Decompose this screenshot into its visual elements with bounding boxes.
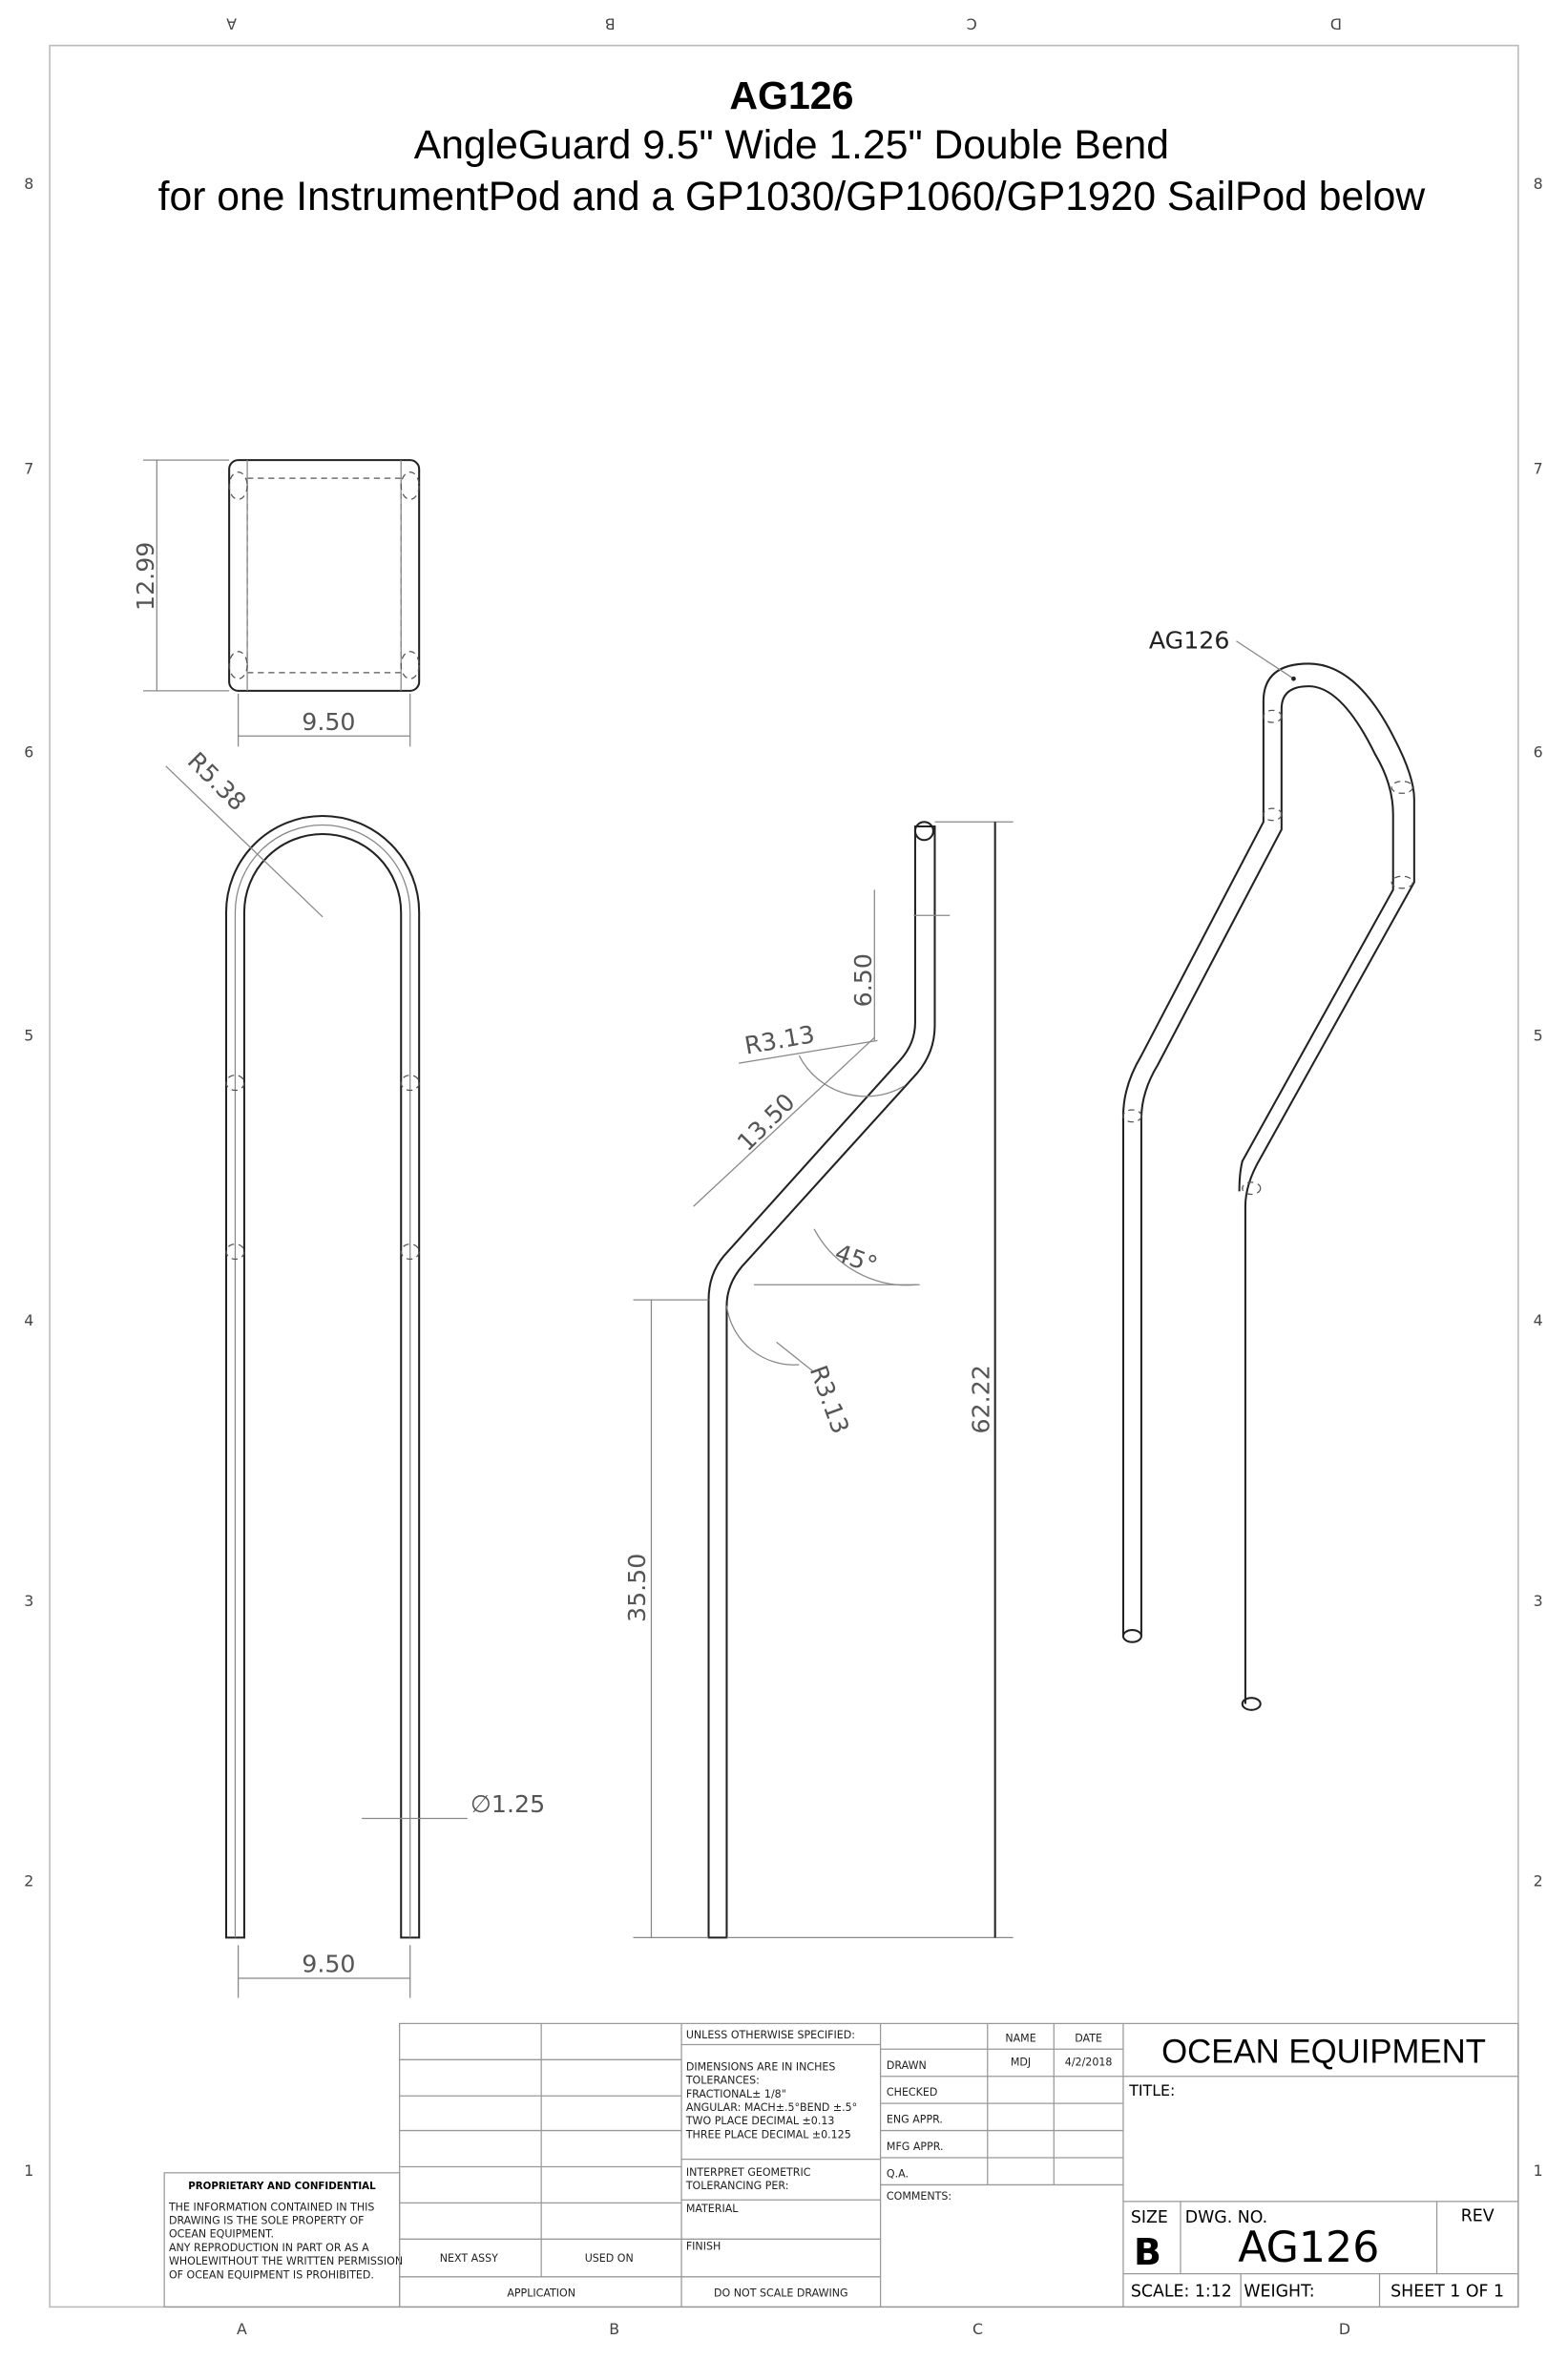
zone-row-2: 2	[24, 1872, 33, 1890]
dim-side-diagonal: 13.50	[732, 1088, 801, 1157]
zone-col-d: D	[1330, 14, 1342, 32]
zone-col-c-bottom: C	[972, 2320, 983, 2338]
weight-label: WEIGHT:	[1244, 2282, 1314, 2301]
company-name: OCEAN EQUIPMENT	[1161, 2034, 1486, 2070]
tolerance-line: THREE PLACE DECIMAL ±0.125	[685, 2128, 851, 2141]
dwg-no-label: DWG. NO.	[1185, 2208, 1267, 2227]
zone-row-5: 5	[24, 1026, 33, 1044]
scale-label: SCALE: 1:12	[1131, 2282, 1232, 2301]
row-checked: CHECKED	[887, 2086, 937, 2099]
zone-row-6: 6	[24, 742, 33, 761]
tolerance-line: DIMENSIONS ARE IN INCHES	[686, 2060, 836, 2073]
date-header: DATE	[1075, 2032, 1102, 2044]
zone-col-b: B	[605, 14, 616, 32]
zone-col-b-bottom: B	[609, 2320, 619, 2338]
rev-label: REV	[1461, 2206, 1495, 2225]
zone-col-a-bottom: A	[237, 2320, 247, 2338]
side-view: 6.50 R3.13 13.50 45° R3.13 35.50 62.22	[623, 821, 1014, 1939]
proprietary-line: OF OCEAN EQUIPMENT IS PROHIBITED.	[169, 2268, 374, 2281]
proprietary-line: DRAWING IS THE SOLE PROPERTY OF	[169, 2215, 365, 2227]
dim-side-total: 62.22	[967, 1365, 994, 1433]
zone-labels: A B C D A B C D 8 7 6 5 4 3 2 1 8 7 6 5 …	[24, 14, 1542, 2338]
comments-label: COMMENTS:	[887, 2190, 951, 2203]
dim-front-radius: R5.38	[182, 747, 252, 817]
zone-row-1-right: 1	[1534, 2162, 1543, 2180]
zone-col-d-bottom: D	[1339, 2320, 1350, 2338]
dim-top-height: 12.99	[132, 542, 159, 611]
tolerance-line: ANGULAR: MACH±.5°BEND ±.5°	[686, 2101, 857, 2114]
zone-row-8: 8	[24, 175, 33, 193]
size-value: B	[1134, 2231, 1161, 2273]
title-block: PROPRIETARY AND CONFIDENTIAL THE INFORMA…	[163, 2022, 1519, 2308]
zone-col-a: A	[226, 14, 237, 32]
dim-side-angle: 45°	[831, 1239, 881, 1280]
zone-col-c: C	[967, 14, 977, 32]
iso-callout: AG126	[1149, 627, 1230, 655]
proprietary-line: ANY REPRODUCTION IN PART OR AS A	[169, 2242, 369, 2254]
proprietary-line: OCEAN EQUIPMENT.	[169, 2228, 274, 2241]
drawn-date: 4/2/2018	[1065, 2057, 1113, 2069]
material-label: MATERIAL	[686, 2203, 739, 2215]
proprietary-line: WHOLEWITHOUT THE WRITTEN PERMISSION	[169, 2255, 403, 2267]
dim-top-width: 9.50	[302, 708, 355, 736]
front-view: R5.38 9.50 ∅1.25	[165, 747, 545, 1998]
dim-side-radius-top: R3.13	[742, 1020, 817, 1059]
tolerance-line: FRACTIONAL± 1/8"	[686, 2088, 786, 2100]
row-drawn: DRAWN	[887, 2059, 927, 2072]
size-label: SIZE	[1131, 2208, 1168, 2227]
zone-row-4: 4	[24, 1311, 33, 1329]
zone-row-5-right: 5	[1534, 1026, 1543, 1044]
dim-side-lower: 35.50	[623, 1554, 651, 1622]
proprietary-title: PROPRIETARY AND CONFIDENTIAL	[188, 2181, 376, 2192]
zone-row-6-right: 6	[1534, 742, 1543, 761]
do-not-scale-label: DO NOT SCALE DRAWING	[714, 2287, 848, 2299]
zone-row-7: 7	[24, 459, 33, 477]
part-number-title: AG126	[729, 73, 853, 117]
dim-side-radius-bottom: R3.13	[805, 1362, 854, 1437]
next-assy-label: NEXT ASSY	[440, 2252, 498, 2265]
dim-diameter: ∅1.25	[470, 1790, 545, 1818]
zone-row-3: 3	[24, 1592, 33, 1610]
finish-label: FINISH	[686, 2240, 721, 2252]
title-line-2: for one InstrumentPod and a GP1030/GP106…	[158, 174, 1426, 219]
interpret-line: INTERPRET GEOMETRIC	[686, 2166, 811, 2179]
zone-row-4-right: 4	[1534, 1311, 1543, 1329]
zone-row-7-right: 7	[1534, 459, 1543, 477]
row-eng-appr: ENG APPR.	[887, 2114, 943, 2126]
zone-row-8-right: 8	[1534, 175, 1543, 193]
dim-side-upper: 6.50	[849, 953, 877, 1007]
sheet-border	[49, 44, 1519, 2308]
dwg-no-value: AG126	[1238, 2224, 1379, 2272]
top-view: 12.99 9.50	[132, 459, 421, 747]
tolerance-line: TWO PLACE DECIMAL ±0.13	[685, 2115, 835, 2127]
zone-row-1: 1	[24, 2162, 33, 2180]
proprietary-line: THE INFORMATION CONTAINED IN THIS	[168, 2201, 375, 2213]
row-qa: Q.A.	[887, 2168, 909, 2181]
sheet-label: SHEET 1 OF 1	[1390, 2282, 1504, 2301]
dim-front-width: 9.50	[302, 1951, 355, 1978]
application-label: APPLICATION	[507, 2287, 575, 2299]
title-label: TITLE:	[1128, 2081, 1175, 2099]
unless-specified: UNLESS OTHERWISE SPECIFIED:	[686, 2029, 855, 2041]
tolerance-line: TOLERANCES:	[685, 2075, 760, 2087]
drawn-name: MDJ	[1011, 2057, 1031, 2069]
title-line-1: AngleGuard 9.5" Wide 1.25" Double Bend	[414, 122, 1169, 168]
zone-row-3-right: 3	[1534, 1592, 1543, 1610]
row-mfg-appr: MFG APPR.	[887, 2141, 944, 2153]
name-header: NAME	[1005, 2032, 1035, 2044]
used-on-label: USED ON	[585, 2252, 634, 2265]
zone-row-2-right: 2	[1534, 1872, 1543, 1890]
isometric-view: AG126	[1121, 627, 1415, 1711]
interpret-line: TOLERANCING PER:	[685, 2180, 789, 2192]
